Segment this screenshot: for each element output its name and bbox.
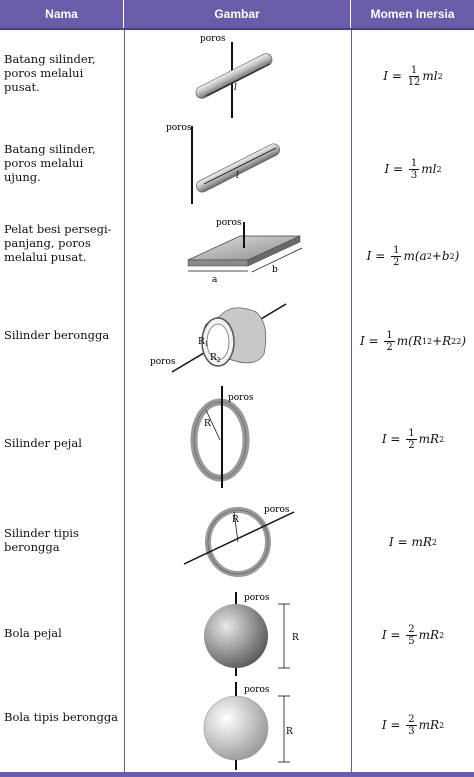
side-b-label: b — [272, 265, 278, 275]
radius-label: R — [204, 419, 211, 429]
column-divider — [124, 30, 125, 772]
length-label: l — [236, 171, 239, 181]
table-row: Batang silinder, poros melalui pusat. po… — [0, 30, 474, 122]
header-figure: Gambar — [124, 0, 351, 28]
row-name: Silinder pejal — [4, 436, 82, 450]
table-row: Pelat besi persegi-panjang, poros melalu… — [0, 216, 474, 296]
row-name: Batang silinder, poros melalui ujung. — [4, 142, 96, 184]
column-divider — [351, 30, 352, 772]
solid-sphere-figure: poros R — [204, 592, 299, 676]
length-label: l — [234, 83, 237, 93]
header-inertia: Momen Inersia — [370, 7, 455, 21]
radius-label: R — [292, 633, 299, 643]
radius-label: R — [232, 515, 239, 525]
axis-label: poros — [150, 357, 176, 367]
header-name: Nama — [0, 0, 124, 28]
radius-r1-label: R1 — [198, 337, 209, 348]
hollow-cylinder-figure: poros R1 R2 — [150, 303, 287, 373]
table-header: Nama Gambar Momen Inersia — [0, 0, 474, 30]
radius-label: R — [286, 727, 293, 737]
axis-label: poros — [244, 593, 270, 603]
axis-label: poros — [216, 218, 242, 228]
row-name: Silinder berongga — [4, 328, 110, 342]
rod-end-figure: poros l — [166, 123, 280, 204]
thin-hollow-sphere-figure: poros R — [203, 682, 293, 770]
axis-label: poros — [200, 34, 226, 44]
row-name: Bola pejal — [4, 626, 62, 640]
side-a-label: a — [212, 275, 218, 285]
radius-r2-label: R2 — [210, 353, 221, 364]
row-name: Bola tipis berongga — [4, 710, 119, 724]
axis-label: poros — [166, 123, 192, 133]
row-name: Pelat besi persegi-panjang, poros melalu… — [4, 222, 112, 264]
rod-center-figure: poros l — [195, 34, 273, 118]
table-bottom-border — [0, 772, 474, 777]
row-name: Silinder tipis berongga — [4, 526, 79, 554]
solid-cylinder-figure: poros R — [190, 386, 254, 488]
axis-label: poros — [228, 393, 254, 403]
row-name: Batang silinder, poros melalui pusat. — [4, 52, 96, 94]
axis-label: poros — [264, 505, 290, 515]
table-row: Batang silinder, poros melalui ujung. po… — [0, 122, 474, 216]
plate-figure: poros a b — [187, 218, 303, 285]
axis-label: poros — [244, 685, 270, 695]
thin-hollow-cylinder-figure: poros R — [183, 505, 295, 577]
